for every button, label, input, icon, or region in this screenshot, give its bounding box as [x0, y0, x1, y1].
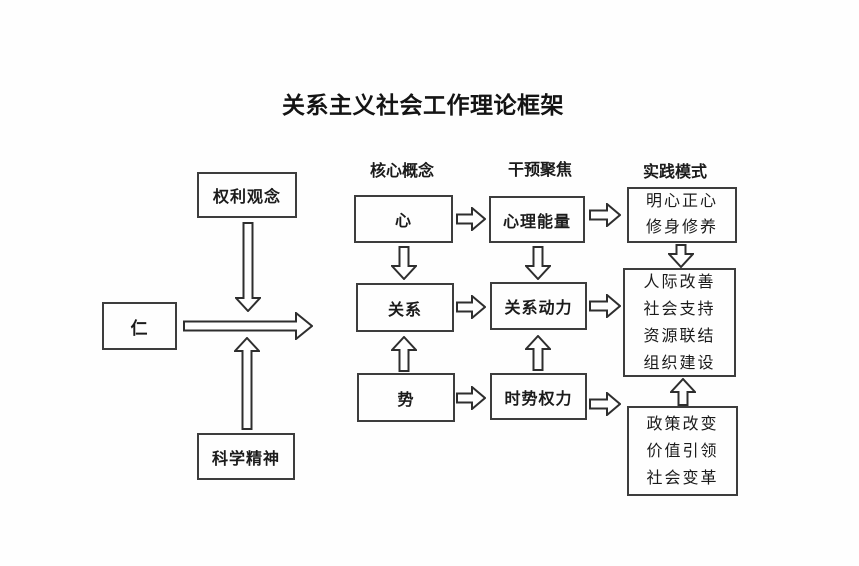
arrow-right-power-to-change-icon	[589, 392, 621, 416]
arrow-down-rights-to-axis-icon	[235, 222, 261, 312]
node-line: 明心正心	[645, 193, 718, 210]
arrow-right-relation-to-dynamics-icon	[456, 295, 486, 319]
node-line: 价值引领	[646, 442, 719, 460]
arrow-down-energy-to-dynamics-icon	[525, 246, 551, 280]
node-psychological-energy: 心理能量	[489, 196, 585, 243]
arrow-right-dynamics-to-improvement-icon	[589, 294, 621, 318]
arrow-down-cultivation-to-improvement-icon	[668, 244, 694, 268]
node-line: 修身修养	[645, 219, 718, 236]
node-line: 社会支持	[643, 300, 716, 318]
node-heart: 心	[354, 195, 453, 243]
arrow-right-ren-icon	[183, 312, 313, 340]
column-header-practice-mode: 实践模式	[642, 164, 707, 181]
node-line: 资源联结	[643, 327, 716, 345]
arrow-right-energy-to-cultivation-icon	[589, 203, 621, 227]
node-rights-concept: 权利观念	[197, 172, 297, 218]
column-header-intervention-focus: 干预聚焦	[507, 162, 572, 179]
arrow-right-heart-to-energy-icon	[456, 207, 486, 231]
node-social-change: 政策改变 价值引领 社会变革	[627, 406, 738, 496]
node-social-improvement: 人际改善 社会支持 资源联结 组织建设	[623, 268, 736, 377]
arrow-right-shi-to-power-icon	[456, 386, 486, 410]
node-relation: 关系	[356, 283, 454, 332]
arrow-up-science-to-axis-icon	[234, 337, 260, 430]
node-line: 组织建设	[643, 354, 716, 372]
node-scientific-spirit: 科学精神	[197, 433, 295, 480]
node-ren: 仁	[102, 302, 177, 350]
arrow-up-change-to-improvement-icon	[670, 378, 696, 406]
node-line: 社会变革	[646, 469, 719, 487]
node-line: 人际改善	[643, 273, 716, 291]
arrow-down-heart-to-relation-icon	[391, 246, 417, 280]
node-shi: 势	[357, 373, 455, 422]
node-self-cultivation: 明心正心 修身修养	[627, 187, 737, 243]
node-situational-power: 时势权力	[490, 373, 587, 420]
node-relational-dynamics: 关系动力	[490, 282, 587, 330]
arrow-up-shi-to-relation-icon	[391, 336, 417, 372]
column-header-core-concepts: 核心概念	[369, 163, 434, 180]
node-line: 政策改变	[646, 415, 719, 433]
arrow-up-power-to-dynamics-icon	[525, 335, 551, 371]
diagram-title: 关系主义社会工作理论框架	[282, 92, 564, 118]
